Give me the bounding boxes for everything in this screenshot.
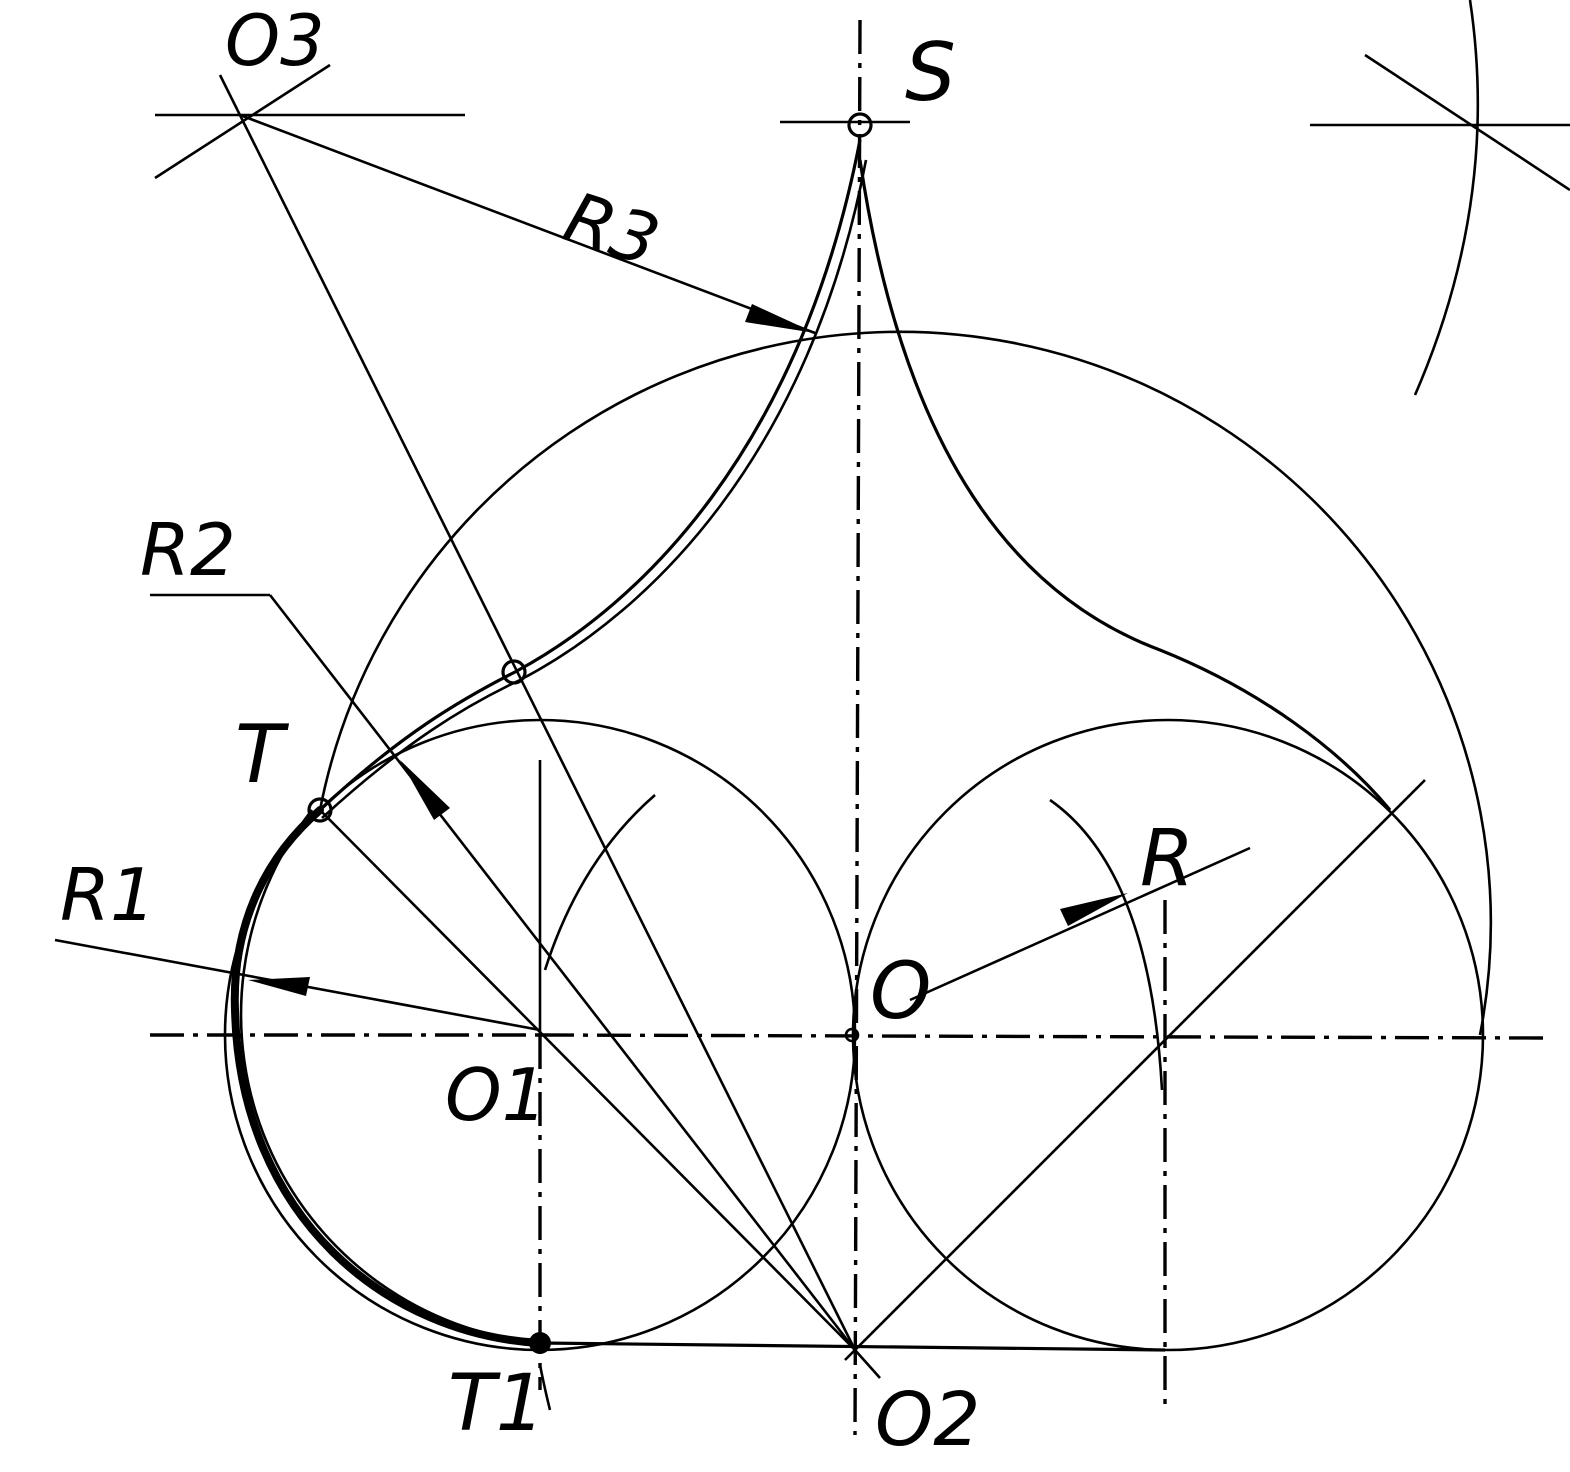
- left-ogee-outer: [318, 139, 862, 812]
- arrow-r: [1060, 893, 1128, 926]
- label-s: S: [905, 26, 956, 119]
- line-t-to-o2: [319, 809, 856, 1351]
- marker-tangent: [501, 659, 527, 685]
- label-o2: O2: [875, 1377, 980, 1463]
- label-r: R: [1140, 814, 1194, 904]
- line-o3-to-o2: [218, 74, 857, 1351]
- leader-r3: [239, 113, 816, 335]
- arc-r1-outer: [318, 330, 1493, 1036]
- label-o3: O3: [225, 0, 325, 82]
- leader-r: [909, 846, 1251, 1002]
- left-ogee-inner: [321, 159, 868, 819]
- horizontal-axis-main: [539, 1033, 1546, 1040]
- right-ogee: [858, 159, 1392, 812]
- construction-lines: [154, 53, 1570, 1379]
- arrow-r1: [248, 977, 310, 996]
- label-r2: R2: [140, 508, 236, 592]
- center-lines: [150, 19, 1570, 1436]
- label-t1: T1: [448, 1359, 545, 1449]
- label-t: T: [235, 708, 290, 801]
- circle-right: [851, 718, 1485, 1352]
- arrow-r2: [400, 760, 450, 820]
- label-r3: R3: [555, 176, 669, 283]
- label-r1: R1: [60, 853, 156, 937]
- arc-left-small: [543, 794, 656, 971]
- vertical-axis-center: [853, 19, 862, 1436]
- line-o2-diagonal-right: [844, 779, 1426, 1361]
- marker-t: [307, 797, 333, 823]
- arc-bottom-left: [538, 1364, 552, 1411]
- outline-bold-arc: [230, 806, 544, 1347]
- line-o3-cross: [154, 63, 331, 180]
- arc-right-small: [1049, 798, 1164, 1091]
- label-o: O: [870, 947, 931, 1037]
- dome-outline: [318, 139, 1392, 819]
- arrow-r3: [745, 304, 815, 333]
- radius-leaders: [54, 113, 1251, 1032]
- marker-s: [847, 112, 873, 138]
- label-o1: O1: [445, 1053, 547, 1137]
- marker-t1: [529, 1332, 551, 1354]
- line-r2-to-o2: [268, 594, 857, 1351]
- line-upper-right-cross: [1364, 53, 1570, 192]
- arc-upper-right: [1413, 0, 1480, 396]
- marker-o: [844, 1027, 860, 1043]
- line-o2-short: [854, 1349, 881, 1379]
- point-markers: [307, 112, 873, 1354]
